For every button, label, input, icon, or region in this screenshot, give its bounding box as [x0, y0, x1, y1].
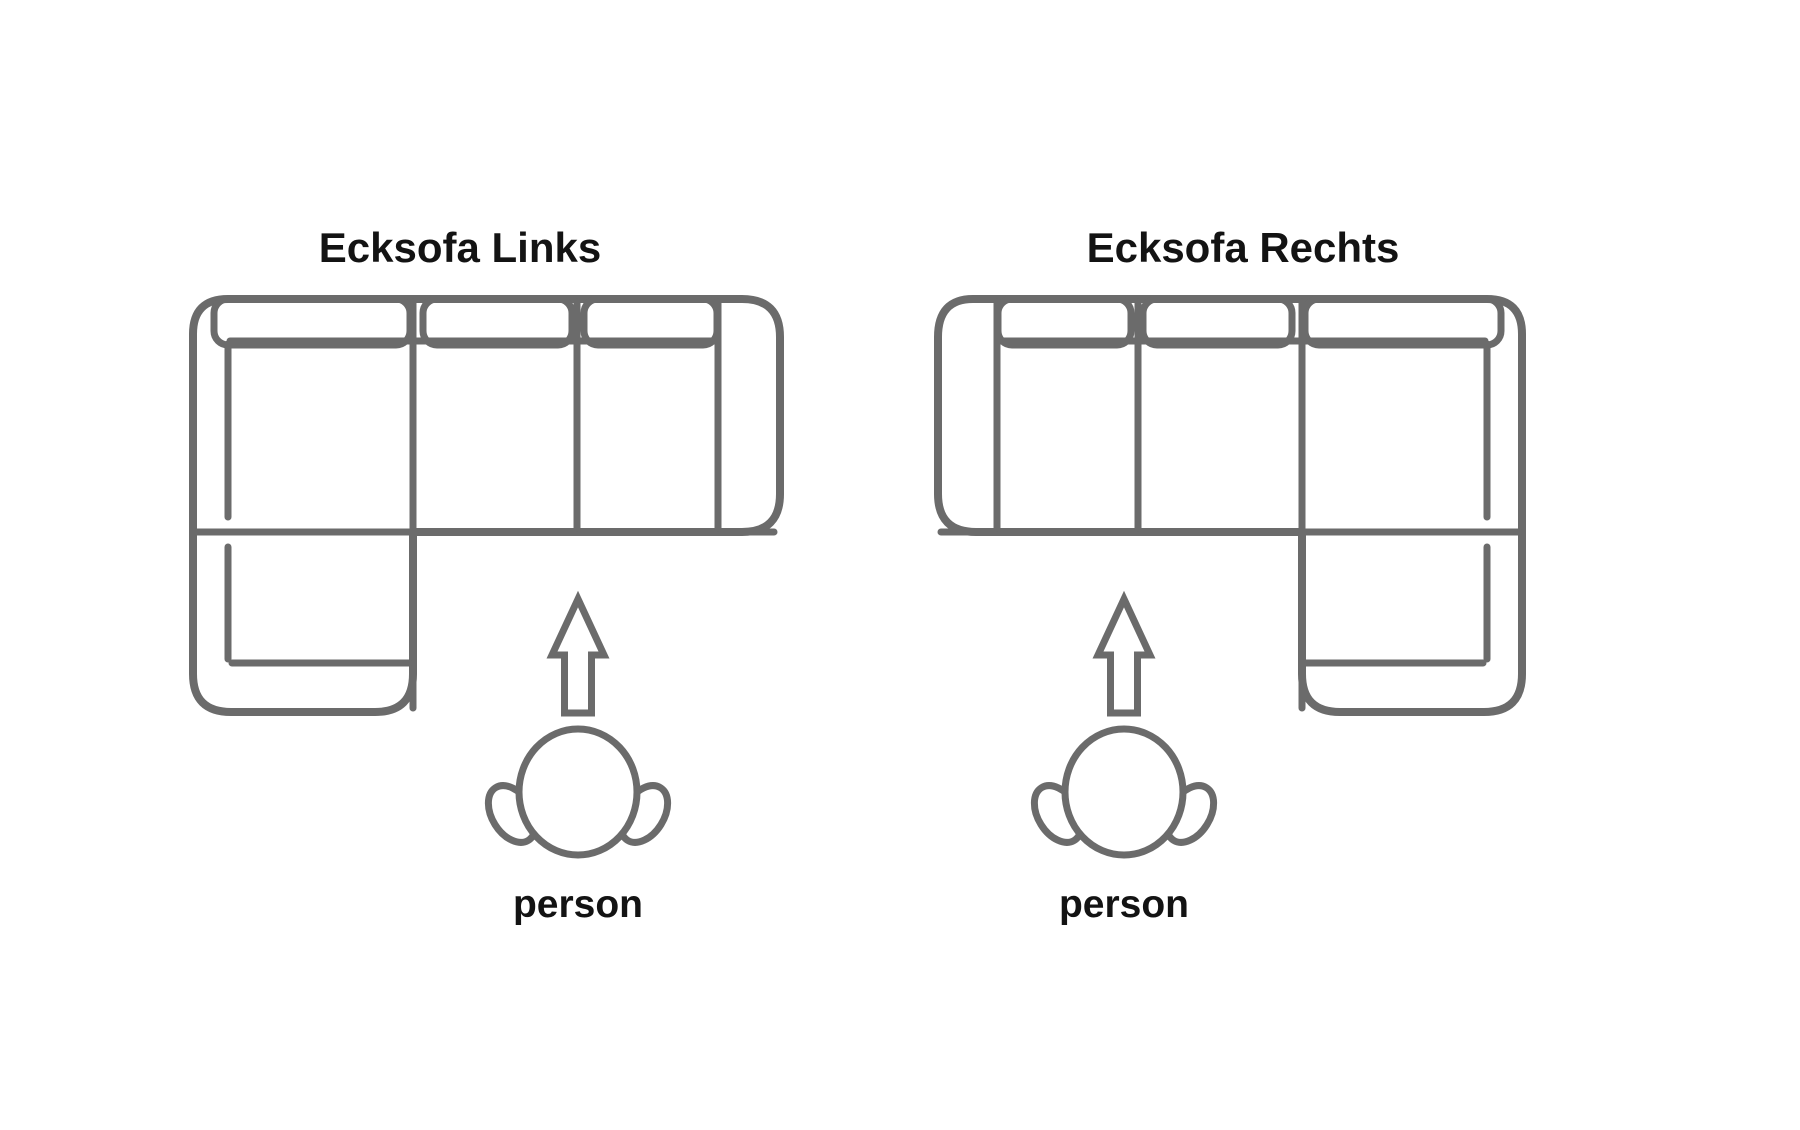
back-cushion [1139, 295, 1296, 349]
back-cushion [419, 295, 576, 349]
up-arrow-icon [1092, 590, 1156, 717]
person-top-view-icon [484, 725, 672, 859]
ecksofa-rechts-figure: Ecksofa Rechts person [934, 224, 1526, 926]
person-head [1061, 725, 1187, 859]
figure-title: Ecksofa Links [319, 224, 601, 271]
sofa-outline [189, 295, 784, 716]
person-label: person [513, 883, 643, 926]
person-label: person [1059, 883, 1189, 926]
sofa-outline [934, 295, 1526, 716]
figure-title: Ecksofa Rechts [1087, 224, 1400, 271]
person-top-view-icon [1030, 725, 1218, 859]
up-arrow-icon [546, 590, 610, 717]
ecksofa-links-figure: Ecksofa Links person [189, 224, 784, 926]
person-head [515, 725, 641, 859]
